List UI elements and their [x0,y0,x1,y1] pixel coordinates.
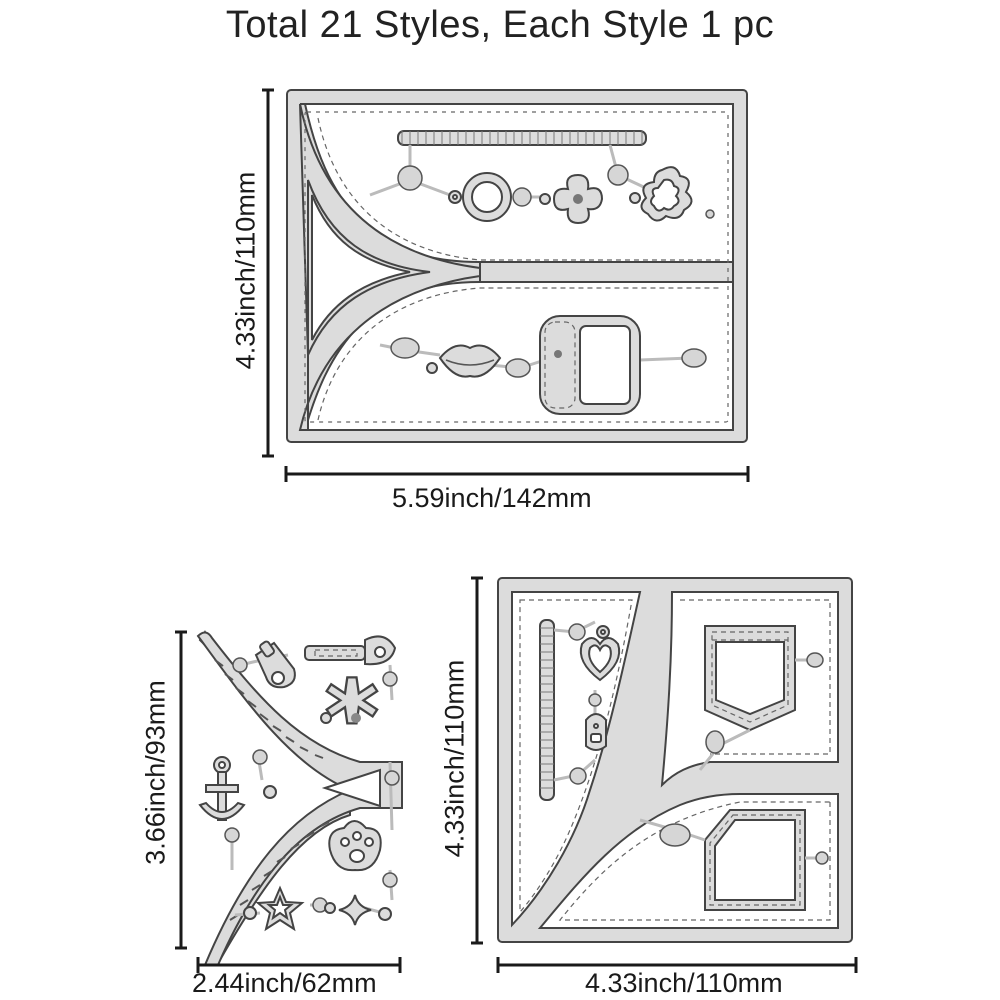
bead [390,337,420,359]
paw-charm [328,820,382,872]
heart-charm [579,625,621,682]
square-die-dimension-lines [471,576,858,973]
small-die-dimension-lines [175,630,402,973]
flower-charm [539,173,604,225]
large-die-dimension-lines [262,88,750,482]
star-charm [243,885,305,932]
pocket-charm-top [704,625,796,732]
pocket-charm-bottom [704,809,806,911]
sparkle-charm [324,894,392,926]
key-charm [304,635,397,666]
square-die-height-label: 4.33inch/110mm [439,659,470,858]
large-die [286,89,748,443]
small-die-width-label: 2.44inch/62mm [192,968,377,998]
luggage-tag-charm [539,315,641,415]
snowflake-charm [320,676,379,725]
bead [607,164,629,186]
large-die-height-label: 4.33inch/110mm [230,171,261,370]
small-die [196,630,403,966]
lips-charm [426,344,502,378]
key-tag-charm [254,640,296,689]
anchor-charm [198,756,277,821]
large-die-left-gap [311,194,411,341]
small-die-height-label: 3.66inch/93mm [140,680,171,865]
bead [397,165,423,191]
product-title: Total 21 Styles, Each Style 1 pc [225,4,775,46]
large-die-width-label: 5.59inch/142mm [392,483,592,513]
square-die-width-label: 4.33inch/110mm [585,968,783,998]
clover-charm [629,166,715,222]
zipper-pull-charm [585,713,607,751]
ring-charm [448,172,512,222]
zipper-strip-vertical [539,619,555,801]
square-die [497,577,853,943]
